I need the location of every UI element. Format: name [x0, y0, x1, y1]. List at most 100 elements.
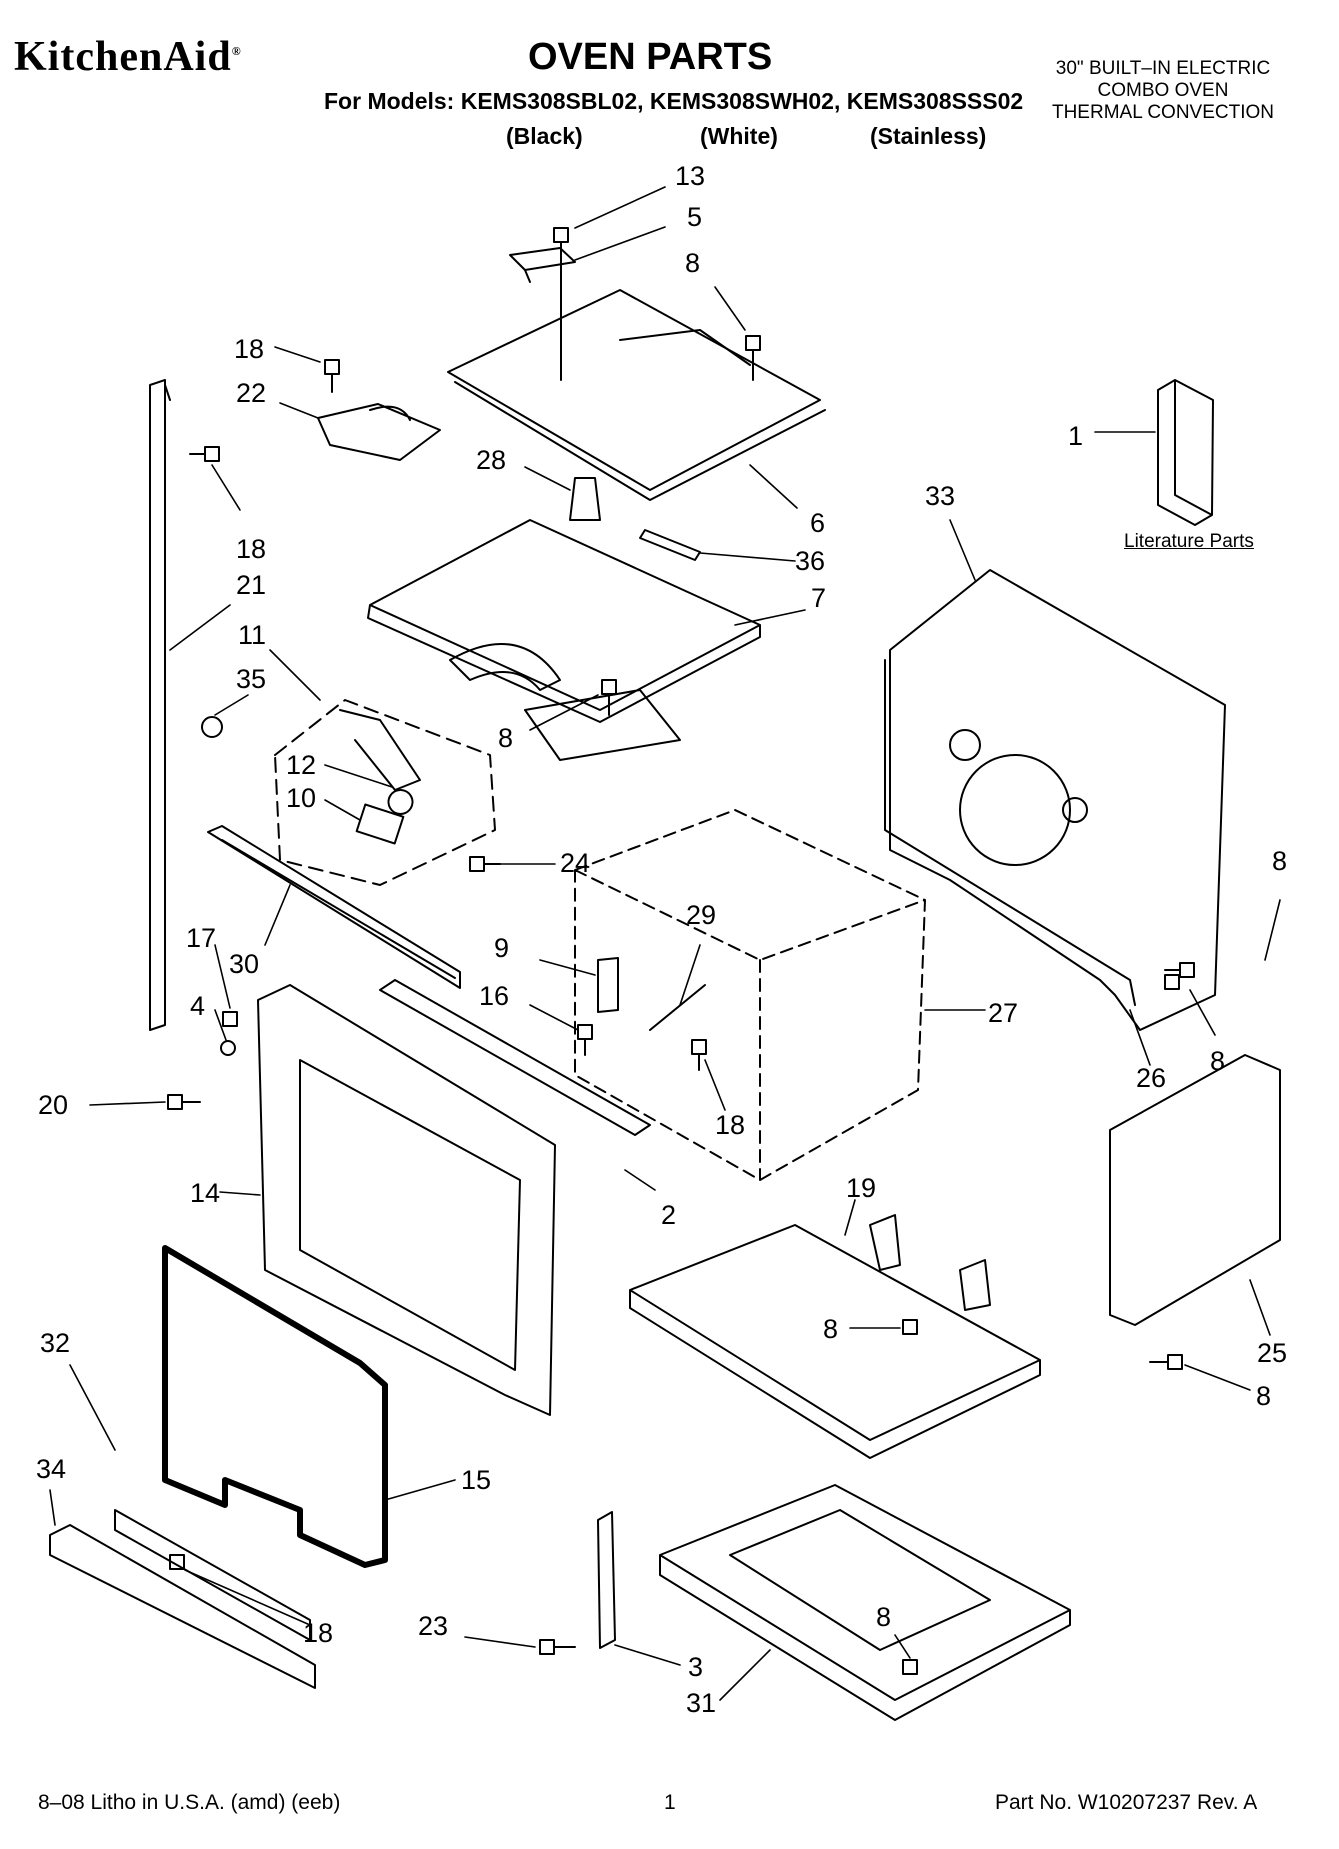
screw-8-rear-b [1164, 974, 1180, 990]
leader-22 [279, 402, 319, 419]
callout-6: 6 [810, 508, 826, 538]
leader-11 [269, 649, 321, 701]
callout-3: 3 [688, 1652, 704, 1682]
callout-9: 9 [494, 933, 510, 963]
part-36-strip [639, 529, 701, 561]
callout-8-tray: 8 [498, 723, 514, 753]
oven-type: 30" BUILT–IN ELECTRIC COMBO OVEN THERMAL… [1028, 58, 1298, 124]
callout-8-bottom: 8 [876, 1602, 892, 1632]
leader-20 [89, 1101, 166, 1106]
leader-34 [49, 1489, 56, 1526]
part-30-vent [207, 825, 461, 989]
callout-17: 17 [186, 923, 217, 953]
part-7-lower-panel [524, 689, 681, 761]
callout-10: 10 [286, 783, 317, 813]
callout-23: 23 [418, 1611, 449, 1641]
part-33-rear-panel [889, 569, 1226, 1031]
screw-20 [167, 1094, 201, 1110]
leader-15 [384, 1479, 456, 1501]
part-3-bracket [597, 1511, 616, 1649]
part-19-bracket-b [959, 1259, 991, 1311]
part-26-panel [884, 659, 1136, 1006]
callout-25: 25 [1257, 1338, 1288, 1368]
variant-white: (White) [700, 123, 778, 149]
callout-1: 1 [1068, 421, 1084, 451]
callout-24: 24 [560, 848, 591, 878]
part-12-bulb [387, 789, 414, 815]
callout-16: 16 [479, 981, 510, 1011]
oven-type-line-1: 30" BUILT–IN ELECTRIC [1055, 58, 1271, 79]
variant-stainless: (Stainless) [870, 123, 987, 149]
screw-18-lower [169, 1554, 185, 1570]
callout-33: 33 [925, 481, 956, 511]
callout-8-top: 8 [685, 248, 701, 278]
light-socket [339, 709, 421, 791]
footer-part-number: Part No. W10207237 Rev. A [995, 1791, 1258, 1814]
callout-8-rear-b: 8 [1210, 1046, 1226, 1076]
leader-2 [624, 1169, 656, 1191]
part-25-side-plate [1109, 1054, 1281, 1326]
page-title: OVEN PARTS [528, 36, 773, 78]
screw-8-shelf [902, 1319, 918, 1335]
leader-10 [324, 799, 361, 821]
variant-black: (Black) [506, 123, 583, 149]
leader-8-rear-a [1264, 899, 1281, 961]
part-14-front-frame [257, 984, 556, 1416]
part-19-bracket-a [869, 1214, 901, 1271]
part-7-cutout [449, 643, 561, 691]
leader-8-side-plate [1184, 1364, 1251, 1391]
callout-18-upper: 18 [234, 334, 265, 364]
screw-16 [577, 1024, 593, 1056]
leader-8-top [714, 286, 746, 331]
leader-3 [614, 1644, 681, 1666]
leader-32 [69, 1364, 116, 1451]
screw-8-side-plate [1149, 1354, 1183, 1370]
leader-21 [169, 604, 231, 651]
callout-36: 36 [795, 546, 826, 576]
screw-18-side [189, 446, 220, 462]
part-19-top-shelf [629, 1224, 1041, 1459]
leader-14 [219, 1191, 261, 1196]
footer-litho: 8–08 Litho in U.S.A. (amd) (eeb) [38, 1791, 341, 1814]
callout-14: 14 [190, 1178, 221, 1208]
callout-28: 28 [476, 445, 507, 475]
leader-16 [529, 1004, 579, 1031]
screw-24 [469, 856, 501, 872]
screw-8-rear-a [1164, 962, 1195, 978]
callout-31: 31 [686, 1688, 717, 1718]
callout-27: 27 [988, 998, 1019, 1028]
callout-34: 34 [36, 1454, 67, 1484]
part-7-tray [367, 519, 761, 723]
callout-35: 35 [236, 664, 267, 694]
screw-18-upper [324, 359, 340, 393]
callout-26: 26 [1136, 1063, 1167, 1093]
footer-page-number: 1 [664, 1791, 676, 1814]
part-34-trim [49, 1524, 316, 1689]
leader-33 [949, 519, 976, 581]
callout-8-side-plate: 8 [1256, 1381, 1272, 1411]
leader-9 [539, 959, 596, 976]
leader-36 [699, 552, 796, 562]
part-32-gasket-strip [114, 1509, 311, 1641]
part-6-top-plate [447, 289, 826, 501]
screw-17 [222, 1011, 238, 1027]
leader-12 [324, 764, 393, 788]
callout-18-cavity: 18 [715, 1110, 746, 1140]
leader-5 [574, 226, 666, 261]
fan-housing [959, 754, 1071, 866]
callout-7: 7 [811, 583, 827, 613]
leader-18-lower [184, 1569, 311, 1626]
leader-lines [49, 186, 1281, 1701]
part-15-gasket [162, 1245, 388, 1568]
leader-30 [264, 884, 291, 946]
leader-8-rear-b [1189, 989, 1216, 1036]
callout-5: 5 [687, 202, 703, 232]
screw-18-cavity [691, 1039, 707, 1071]
leader-17 [214, 944, 231, 1009]
callout-20: 20 [38, 1090, 69, 1120]
screw-8-bottom [902, 1659, 918, 1675]
part-22-assembly [317, 403, 441, 461]
part-11-light-kit [274, 699, 496, 886]
part-31-bottom-tray [659, 1484, 1071, 1721]
oven-type-line-3: THERMAL CONVECTION [1051, 102, 1275, 123]
